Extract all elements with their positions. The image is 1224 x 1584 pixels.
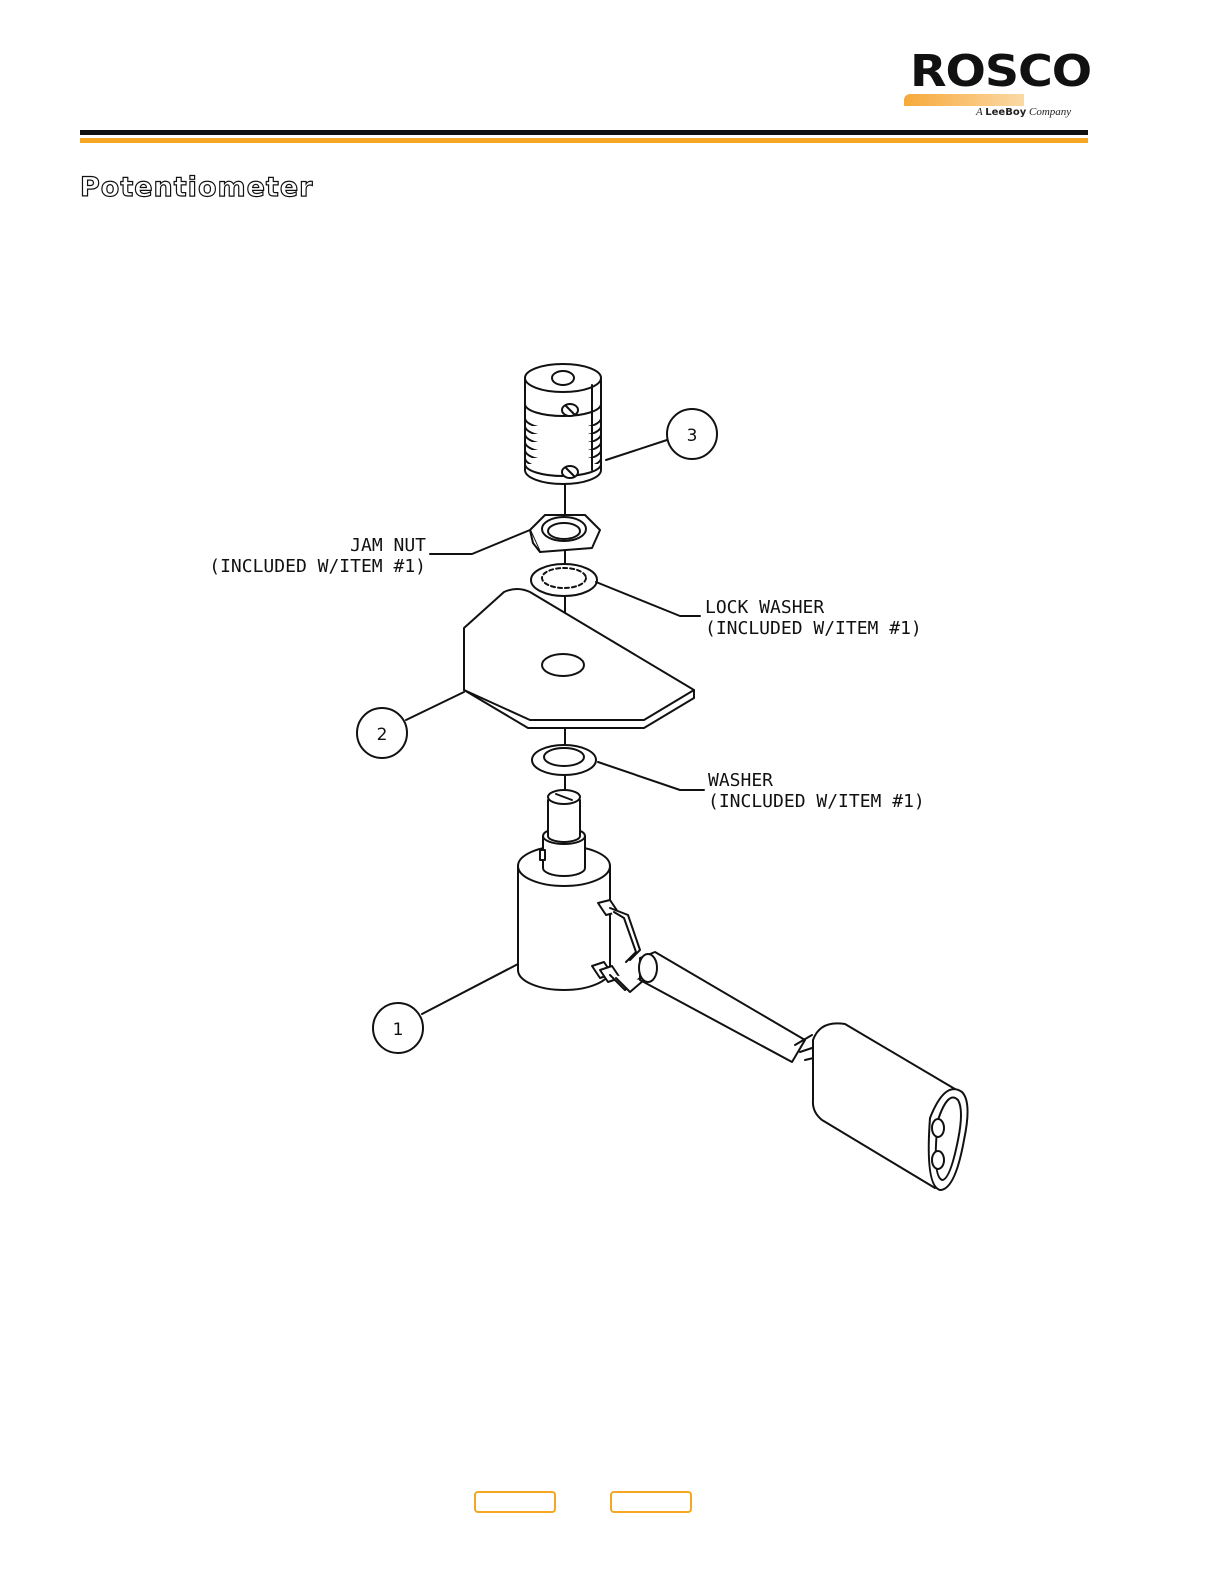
previous-page-button[interactable] (474, 1491, 556, 1513)
lock-washer (531, 564, 597, 596)
callout-3-number: 3 (687, 426, 698, 446)
shaft-coupling (525, 364, 601, 484)
callout-1: 1 (373, 1003, 423, 1053)
jam-nut (530, 515, 600, 552)
next-page-button[interactable] (610, 1491, 692, 1513)
label-lock-washer: LOCK WASHER (705, 597, 824, 618)
label-jam-nut-note: (INCLUDED W/ITEM #1) (209, 556, 426, 577)
label-jam-nut: JAM NUT (350, 535, 426, 556)
flat-washer (532, 745, 596, 775)
potentiometer-body (518, 790, 644, 992)
cable-connector (813, 1023, 968, 1190)
label-washer: WASHER (708, 770, 773, 791)
mounting-plate (464, 589, 694, 728)
callout-2-number: 2 (377, 725, 388, 745)
callout-2: 2 (357, 708, 407, 758)
callout-3: 3 (667, 409, 717, 459)
callout-1-number: 1 (393, 1020, 404, 1040)
label-washer-note: (INCLUDED W/ITEM #1) (708, 791, 925, 812)
potentiometer-cable (639, 952, 822, 1062)
label-lock-washer-note: (INCLUDED W/ITEM #1) (705, 618, 922, 639)
